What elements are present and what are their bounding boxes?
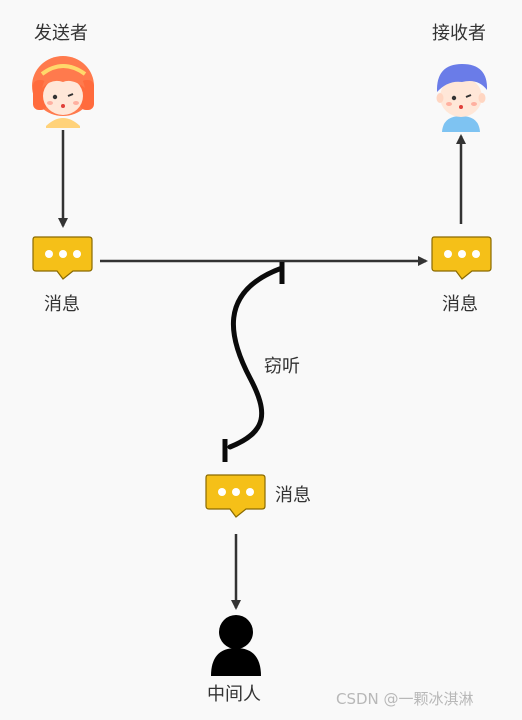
sender-label: 发送者 <box>34 23 88 44</box>
sender-message-label: 消息 <box>44 294 80 315</box>
eavesdrop-curve <box>227 265 285 450</box>
receiver-message-label: 消息 <box>442 294 478 315</box>
watermark: CSDN @一颗冰淇淋 <box>336 690 474 708</box>
mitm-label: 中间人 <box>207 684 261 705</box>
receiver-label: 接收者 <box>432 23 486 44</box>
eavesdrop-label: 窃听 <box>264 356 300 377</box>
mitm-message-label: 消息 <box>275 485 311 506</box>
